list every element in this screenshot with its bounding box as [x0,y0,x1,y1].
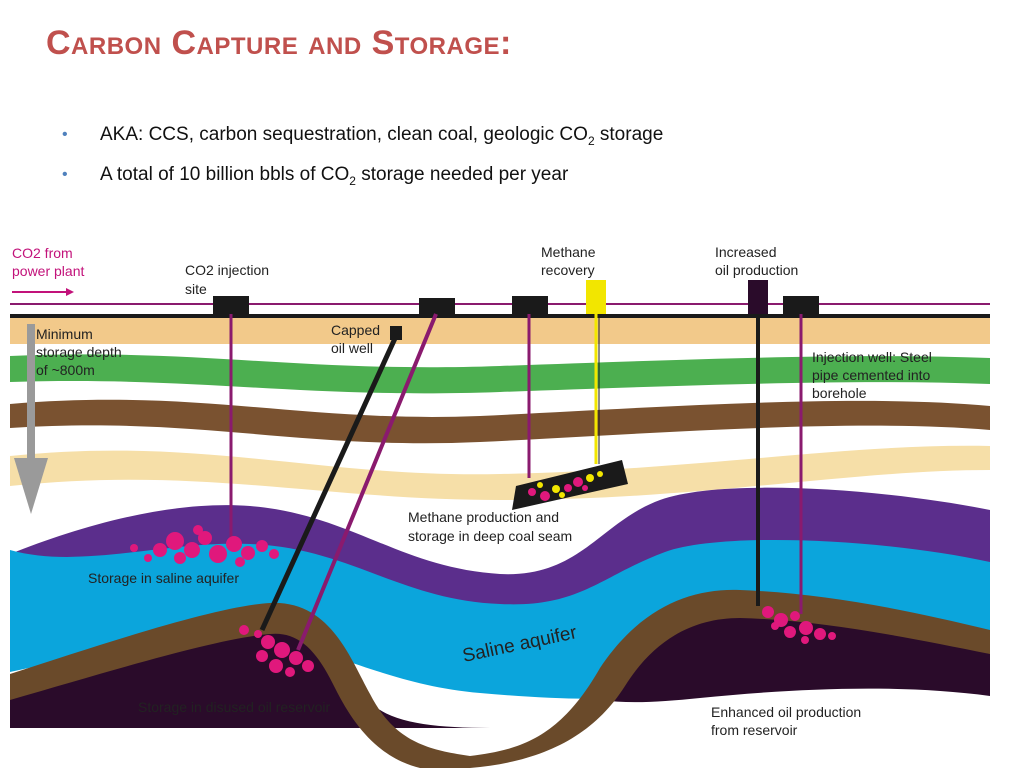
purple-layer [10,487,990,611]
wellhead-production [748,280,768,314]
label-increased-oil-2: oil production [715,262,798,278]
co2-oil-reservoir-cluster [239,625,314,677]
wellhead-eor [783,296,819,314]
label-methane-production: Methane production and [408,509,559,525]
label-injection-well-2: pipe cemented into [812,367,931,383]
label-increased-oil: Increased [715,244,776,260]
injection-well-oil-reservoir [296,313,438,651]
wellhead-oil [419,298,455,314]
label-co2-from-2: power plant [12,263,84,279]
bullet-item: A total of 10 billion bbls of CO2 storag… [62,158,663,198]
bottom-brown-left [10,602,470,768]
bullet-list: AKA: CCS, carbon sequestration, clean co… [62,118,663,198]
bullet-item: AKA: CCS, carbon sequestration, clean co… [62,118,663,158]
brown-layer [10,399,990,444]
label-saline-storage: Storage in saline aquifer [88,570,239,586]
bullet-text-end: storage needed per year [355,163,569,185]
co2-saline-cluster [130,525,279,567]
bullet-subscript: 2 [587,133,595,148]
label-min-depth-3: of ~800m [36,362,95,378]
ccs-diagram: CO2 from power plant CO2 injection site … [10,244,990,768]
label-min-depth: Minimum [36,326,93,342]
label-injection-site-2: site [185,281,207,297]
depth-arrow-head [14,458,48,514]
co2-eor-cluster [762,606,836,644]
label-injection-well: Injection well: Steel [812,349,932,365]
label-methane-recovery-2: recovery [541,262,595,278]
label-methane-production-2: storage in deep coal seam [408,528,572,544]
label-min-depth-2: storage depth [36,344,122,360]
label-co2-from: CO2 from [12,245,73,261]
capped-oil-well [259,332,400,632]
bullet-text: A total of 10 billion bbls of CO [100,163,350,185]
label-capped-oil-well: Capped [331,322,380,338]
label-disused-oil: Storage in disused oil reservoir [138,699,331,715]
label-methane-recovery: Methane [541,244,596,260]
light-tan-layer [10,445,990,500]
label-capped-oil-well-2: oil well [331,340,373,356]
bullet-text: AKA: CCS, carbon sequestration, clean co… [100,124,588,145]
label-enhanced-oil-2: from reservoir [711,722,798,738]
slide-title: Carbon Capture and Storage: [46,24,512,62]
methane-recovery-marker [586,280,606,314]
green-layer [10,354,990,394]
tan-layer [10,318,990,344]
depth-arrow-shaft [27,324,35,460]
bullet-text-end: storage [594,124,664,145]
label-injection-site: CO2 injection [185,262,269,278]
label-enhanced-oil: Enhanced oil production [711,704,861,720]
co2-inflow-arrowhead [66,288,74,296]
bottom-brown-right [470,589,990,768]
capped-oil-well-cap [390,326,402,340]
bullet-subscript: 2 [349,173,356,188]
wellhead-injection [213,296,249,314]
wellhead-methane [512,296,548,314]
label-injection-well-3: borehole [812,385,867,401]
coal-seam-bubbles [528,471,603,501]
